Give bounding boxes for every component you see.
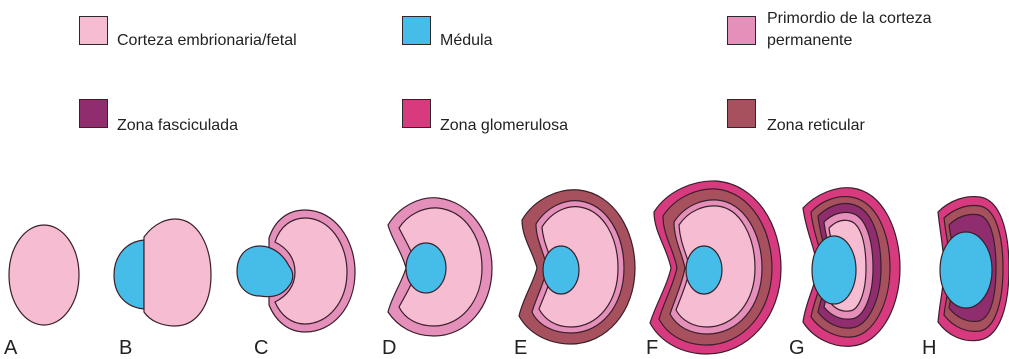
stage-label-h: H <box>922 338 936 358</box>
stage-label-g: G <box>789 338 805 358</box>
stage-f-medulla <box>686 246 722 294</box>
stage-label-a: A <box>4 338 17 358</box>
stage-a-fetal-cortex <box>9 225 79 325</box>
stage-e-medulla <box>543 246 579 294</box>
stage-d-drawing <box>388 198 492 336</box>
stage-d-medulla <box>406 243 446 293</box>
stage-label-e: E <box>514 338 527 358</box>
stage-h-medulla <box>940 232 992 308</box>
stage-b-drawing <box>114 219 211 326</box>
stage-b-fetal-cortex <box>144 219 211 326</box>
stage-c-drawing <box>237 210 355 332</box>
stage-label-f: F <box>646 338 658 358</box>
stage-e-drawing <box>519 190 635 344</box>
stage-label-d: D <box>382 338 396 358</box>
stage-a-drawing <box>9 225 79 325</box>
stage-g-medulla <box>812 236 856 304</box>
stage-f-drawing <box>650 181 781 354</box>
stage-h-drawing <box>938 197 1009 341</box>
stage-b-medulla <box>114 240 144 309</box>
stage-g-drawing <box>803 188 900 347</box>
stage-label-c: C <box>254 338 268 358</box>
stage-label-b: B <box>119 338 132 358</box>
